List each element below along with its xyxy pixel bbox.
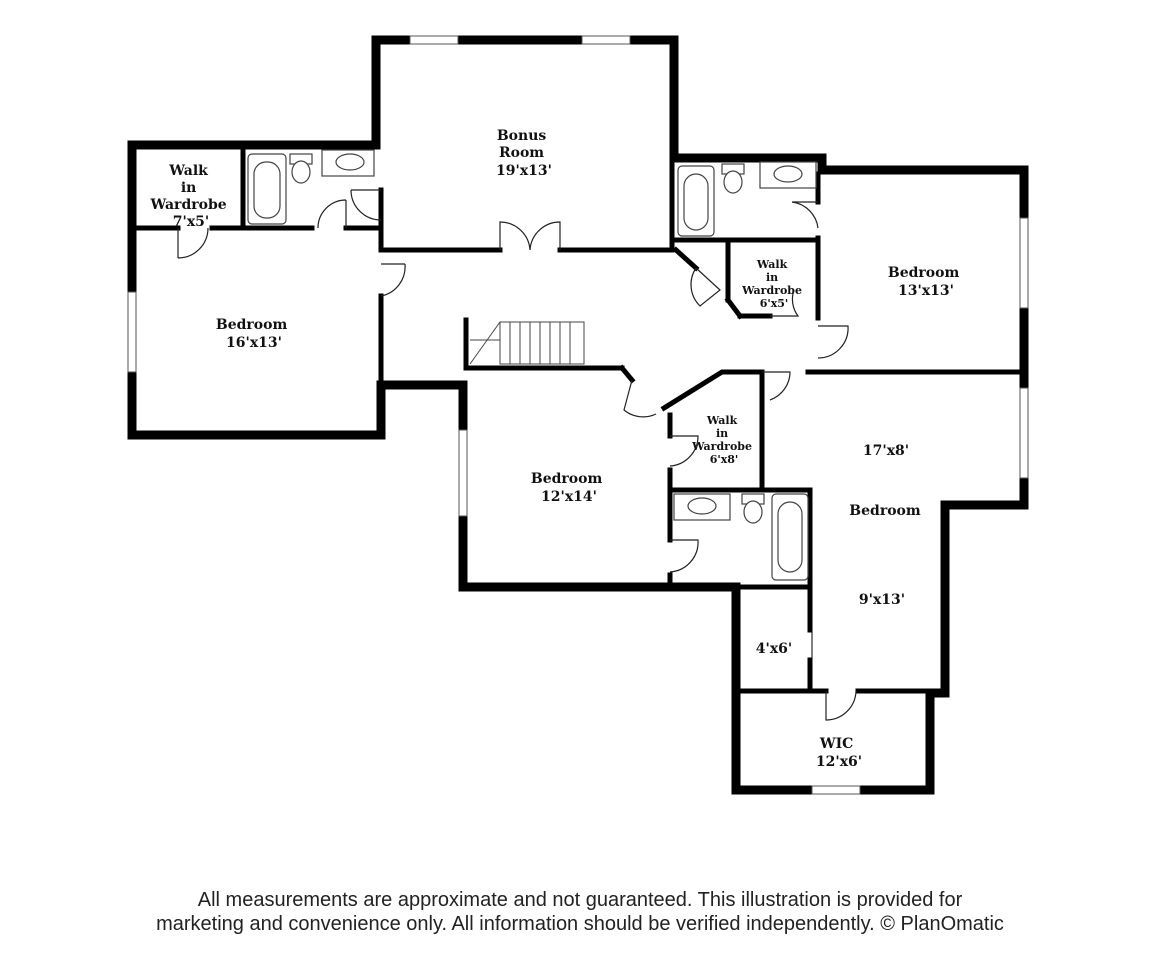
window <box>581 35 631 45</box>
room-label-bedroom-central: Bedroom 12'x14' <box>531 471 607 505</box>
window <box>1019 387 1029 479</box>
window <box>811 785 861 795</box>
window <box>458 429 468 517</box>
disclaimer-line-2: marketing and convenience only. All info… <box>156 913 1004 935</box>
disclaimer-line-1: All measurements are approximate and not… <box>197 889 963 911</box>
windows <box>127 35 1029 795</box>
room-label-bonus: Bonus Room 19'x13' <box>496 128 552 179</box>
window <box>409 35 459 45</box>
bath-fixtures <box>247 149 817 581</box>
doors <box>177 189 857 721</box>
room-label-bedroom-west: Bedroom 16'x13' <box>216 317 292 351</box>
disclaimer-text: All measurements are approximate and not… <box>0 888 1160 936</box>
room-label-bedroom-se-size1: 17'x8' <box>863 443 909 459</box>
room-label-wardrobe-ne: Walk in Wardrobe 6'x5' <box>741 258 806 310</box>
room-label-wic: WIC 12'x6' <box>816 736 862 770</box>
room-label-closet: 4'x6' <box>756 641 792 657</box>
staircase <box>469 321 585 365</box>
room-label-wardrobe-nw: Walk in Wardrobe 7'x5' <box>149 163 231 230</box>
room-label-bedroom-se-size2: 9'x13' <box>859 592 905 608</box>
room-label-bedroom-ne: Bedroom 13'x13' <box>888 265 964 299</box>
room-label-wardrobe-central: Walk in Wardrobe 6'x8' <box>691 414 756 466</box>
room-labels: Bonus Room 19'x13' Walk in Wardrobe 7'x5… <box>149 128 964 770</box>
window <box>1019 217 1029 309</box>
window <box>127 291 137 373</box>
interior-walls <box>133 41 1023 694</box>
room-label-bedroom-se: Bedroom <box>849 503 921 519</box>
exterior-walls <box>127 35 1029 795</box>
